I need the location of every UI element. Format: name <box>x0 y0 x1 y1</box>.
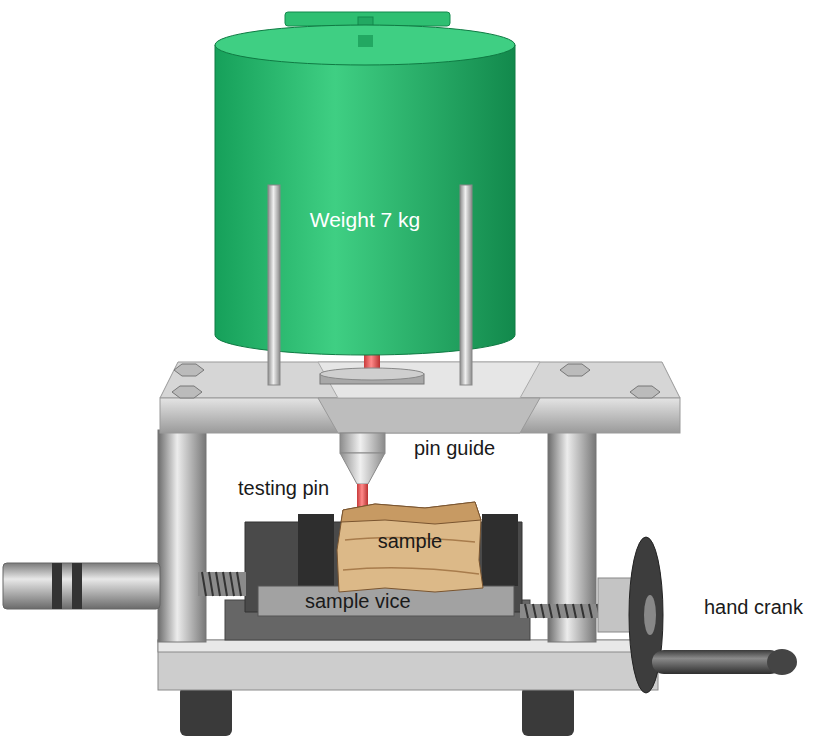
crank-knob <box>767 649 797 675</box>
weight-cylinder: Weight 7 kg <box>215 5 515 390</box>
screw-thread <box>202 572 241 596</box>
bolt <box>174 364 204 376</box>
bolt <box>172 386 202 398</box>
handle-band <box>72 563 82 609</box>
screw-thread <box>198 572 246 596</box>
stop-disk <box>320 368 424 380</box>
part-label: hand crank <box>704 596 803 619</box>
bolt <box>560 364 590 376</box>
t-handle <box>358 35 373 47</box>
vice-jaw <box>298 514 334 586</box>
handle-shaft <box>3 563 160 609</box>
screw-thread <box>525 604 608 618</box>
guide-rod <box>460 185 472 385</box>
pin-guide <box>340 453 385 484</box>
top-plate-center <box>318 362 540 398</box>
wood-sample <box>337 502 483 592</box>
top-plate <box>160 362 680 398</box>
part-label: pin guide <box>414 437 495 460</box>
foot <box>522 686 574 736</box>
cylinder-top <box>215 25 515 65</box>
top-plate-front <box>160 398 680 433</box>
bolt <box>630 386 660 398</box>
vice-front-plate <box>258 586 514 616</box>
guide-rod <box>268 185 280 385</box>
pin-guide <box>340 433 385 453</box>
vice-jaw <box>482 514 518 586</box>
part-label: sample vice <box>305 590 411 613</box>
handle-band <box>52 563 62 609</box>
base-plate <box>158 640 658 690</box>
sample-block: sample <box>335 500 485 592</box>
wood-sample-top <box>341 502 481 524</box>
top-plate-center <box>318 398 540 433</box>
node-text: Weight 7 kg <box>310 208 421 232</box>
crank-hub <box>644 595 656 635</box>
pillar <box>158 430 206 642</box>
crank-handle <box>652 650 782 674</box>
weight-cylinder-outline <box>215 5 515 390</box>
foot <box>180 686 232 736</box>
part-label: testing pin <box>238 477 329 500</box>
node-text: sample <box>378 530 442 553</box>
